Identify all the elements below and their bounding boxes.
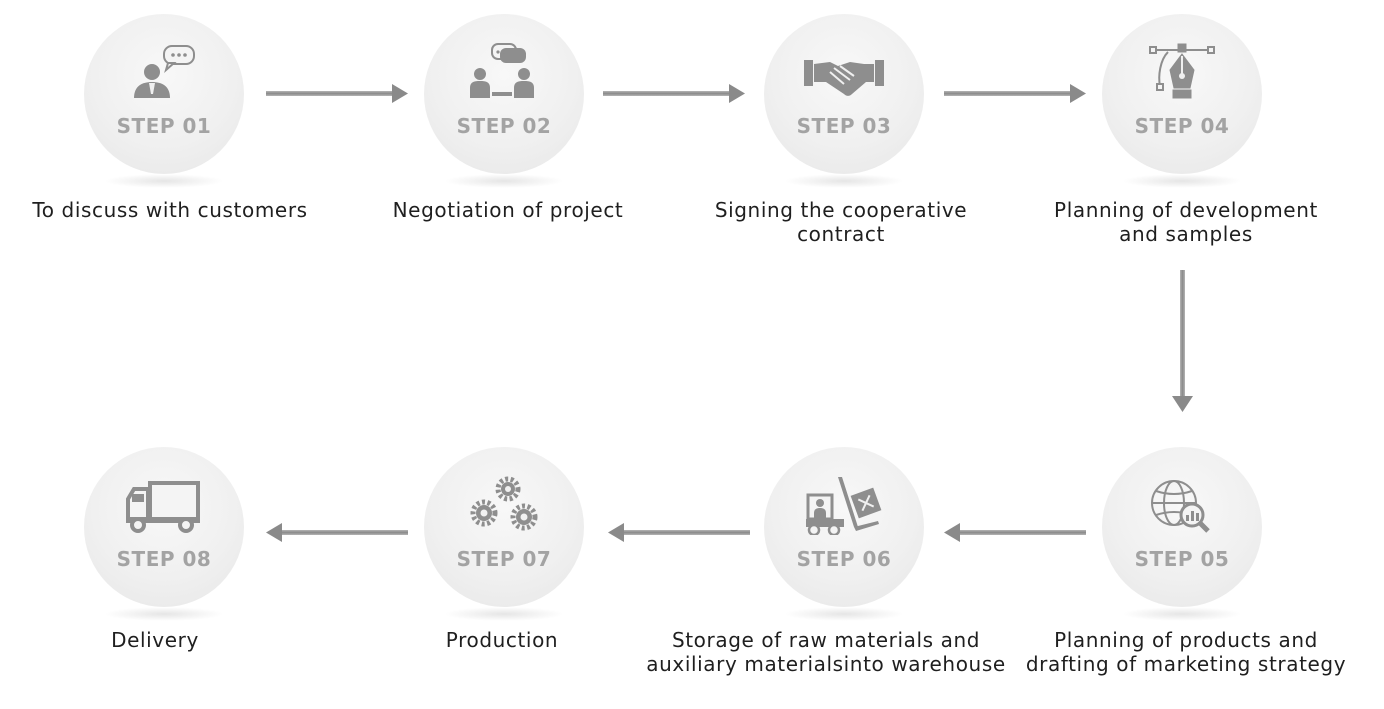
step-label: STEP 07	[456, 547, 552, 571]
step-label: STEP 05	[1134, 547, 1230, 571]
step-02: STEP 02	[424, 14, 584, 188]
step-circle	[84, 447, 244, 607]
globe-search-icon	[1151, 480, 1210, 533]
handshake-icon	[804, 60, 884, 96]
step-label: STEP 04	[1134, 114, 1230, 138]
step-label: STEP 02	[456, 114, 552, 138]
gears-icon	[470, 476, 538, 531]
step-01: STEP 01	[84, 14, 244, 188]
step-circle	[1102, 447, 1262, 607]
arrow-step05-to-step06	[944, 523, 1086, 542]
truck-icon	[126, 481, 200, 533]
step-05-description: Planning of products and drafting of mar…	[1025, 628, 1347, 676]
arrow-step03-to-step04	[944, 84, 1086, 103]
step-04-description: Planning of development and samples	[1054, 198, 1318, 246]
step-05: STEP 05	[1102, 447, 1262, 621]
arrow-step06-to-step07	[608, 523, 750, 542]
arrow-step07-to-step08	[266, 523, 408, 542]
step-label: STEP 06	[796, 547, 892, 571]
arrow-step01-to-step02	[266, 84, 408, 103]
customer-chat-icon	[134, 45, 195, 98]
step-03-description: Signing the cooperative contract	[714, 198, 968, 246]
step-08-description: Delivery	[111, 628, 199, 652]
step-07: STEP 07	[424, 447, 584, 621]
step-label: STEP 03	[796, 114, 892, 138]
arrow-step04-to-step05	[1172, 270, 1193, 412]
step-circle	[424, 447, 584, 607]
step-06-description: Storage of raw materials and auxiliary m…	[646, 628, 1006, 676]
step-02-description: Negotiation of project	[392, 198, 624, 222]
arrow-step02-to-step03	[603, 84, 745, 103]
step-03: STEP 03	[764, 14, 924, 188]
step-label: STEP 08	[116, 547, 212, 571]
step-06: STEP 06	[764, 447, 924, 621]
step-08: STEP 08	[84, 447, 244, 621]
step-07-description: Production	[445, 628, 559, 652]
pen-tool-icon	[1149, 43, 1215, 99]
forklift-icon	[806, 477, 882, 535]
step-04: STEP 04	[1102, 14, 1262, 188]
step-label: STEP 01	[116, 114, 212, 138]
step-01-description: To discuss with customers	[32, 198, 308, 222]
negotiation-icon	[470, 43, 534, 98]
